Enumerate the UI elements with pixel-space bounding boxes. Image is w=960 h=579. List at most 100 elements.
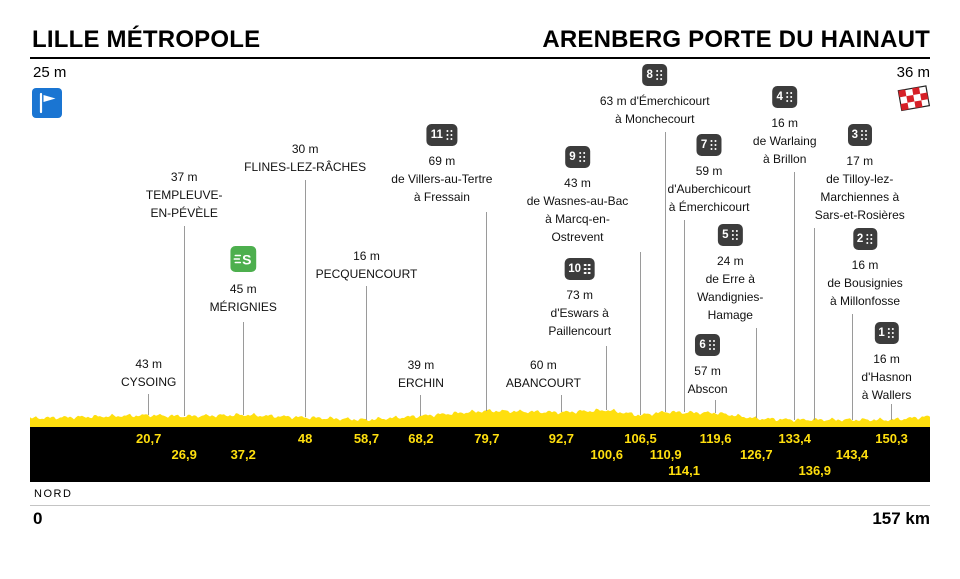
waypoint-connector-line [715, 400, 717, 413]
waypoint-name-line: Hamage [707, 308, 753, 322]
sector-number: 1 [878, 327, 885, 339]
km-tick-label: 110,9 [649, 447, 682, 462]
km-tick-label: 68,2 [408, 431, 434, 446]
finish-city-title: ARENBERG PORTE DU HAINAUT [542, 26, 930, 53]
waypoint-name-line: à Monchecourt [615, 112, 695, 126]
cobblestone-dots-icon [445, 129, 453, 141]
km-tick-label: 26,9 [171, 447, 197, 462]
waypoint-connector-line [606, 346, 608, 410]
waypoint-name-line: de Tilloy-lez- [826, 172, 894, 186]
waypoint-name-line: Wandignies- [697, 290, 764, 304]
waypoint-name-line: Paillencourt [548, 324, 612, 338]
km-tick-label: 143,4 [835, 447, 869, 462]
km-tick-label: 58,7 [353, 431, 380, 446]
waypoint-elevation: 60 m [530, 358, 557, 372]
km-tick-label: 79,7 [474, 431, 500, 446]
km-tick-label: 136,9 [798, 463, 832, 478]
cobblestone-dots-icon [708, 339, 716, 351]
cobblestone-dots-icon [731, 229, 738, 241]
pave-sector-4-badge: 4 [772, 86, 797, 108]
waypoint-elevation: 57 m [694, 364, 721, 378]
pave-sector-8-badge: 8 [642, 64, 667, 86]
km-tick-label: 126,7 [740, 447, 773, 462]
start-elevation-label: 25 m [33, 64, 67, 81]
km-tick-label: 114,1 [668, 463, 700, 478]
waypoint-name-line: de Villers-au-Tertre [391, 172, 493, 186]
km-tick-label: 20,7 [136, 431, 162, 446]
waypoint-name-line: de Erre à [705, 272, 755, 286]
waypoint-name-line: Marchiennes à [820, 190, 900, 204]
waypoint-connector-line [891, 404, 893, 420]
waypoint-connector-line [486, 212, 488, 411]
waypoint-connector-line [814, 228, 816, 420]
start-km-label: 0 [33, 509, 43, 528]
elevation-profile-path [30, 408, 930, 427]
waypoint-elevation: 30 m [291, 142, 319, 156]
waypoint-connector-line [420, 395, 422, 416]
waypoint-name-line: Ostrevent [551, 230, 604, 244]
waypoint-name-line: à Marcq-en- [545, 212, 610, 226]
elevation-profile-area [30, 408, 930, 427]
km-tick-label: 106,5 [624, 431, 657, 446]
waypoint-connector-line [851, 314, 853, 420]
waypoint-elevation: 16 m [873, 352, 900, 366]
pave-sector-1-badge: 1 [874, 322, 899, 344]
waypoint-name-line: ABANCOURT [505, 376, 581, 390]
pave-sector-7-badge: 7 [696, 134, 722, 156]
cobblestone-dots-icon [578, 151, 586, 163]
waypoint-elevation: 45 m [229, 282, 257, 296]
waypoint-elevation: 16 m [353, 249, 380, 263]
pave-sector-9-badge: 9 [565, 146, 590, 168]
total-km-label: 157 km [872, 509, 930, 528]
cobblestone-dots-icon [785, 91, 793, 103]
waypoint-town: 60 m ABANCOURT [506, 356, 581, 392]
waypoint-elevation: 16 m [771, 116, 799, 130]
waypoint-elevation: 17 m [846, 154, 874, 168]
pave-sector-10-badge: 10 [564, 258, 596, 280]
waypoint-name-line: de Wasnes-au-Bac [526, 194, 629, 208]
waypoint-name-line: à Millonfosse [830, 294, 901, 308]
pave-sector-6-badge: 6 [695, 334, 720, 356]
waypoint-name-line: TEMPLEUVE- [145, 188, 223, 202]
km-tick-label: 119,6 [699, 431, 732, 446]
waypoint-name-line: d'Hasnon [861, 370, 912, 384]
sector-number: 6 [699, 339, 706, 351]
sector-number: 10 [568, 263, 582, 275]
waypoint-connector-line [365, 286, 367, 420]
km-tick-label: 133,4 [778, 431, 811, 446]
cobblestone-dots-icon [887, 327, 895, 339]
km-tick-label: 92,7 [548, 431, 575, 446]
waypoint-elevation: 39 m [407, 358, 435, 372]
sector-number: 4 [776, 91, 783, 103]
waypoint-name-line: CYSOING [120, 375, 177, 389]
cobblestone-dots-icon [655, 69, 663, 81]
cobblestone-dots-icon [710, 139, 717, 151]
waypoint-name-line: PECQUENCOURT [315, 267, 418, 281]
waypoint-connector-line [640, 252, 641, 415]
waypoint-name-line: à Brillon [763, 152, 807, 166]
cobblestone-dots-icon [584, 263, 591, 275]
waypoint-name-line: à Wallers [861, 388, 912, 402]
finish-flag-icon [896, 82, 934, 116]
waypoint-name-line: de Bousignies [827, 276, 903, 290]
waypoint-pave-1: 1 16 m d'Hasnon à Wallers [861, 322, 912, 404]
sector-number: 2 [856, 233, 864, 245]
cobblestone-dots-icon [860, 129, 868, 141]
start-city-title: LILLE MÉTROPOLE [32, 26, 261, 53]
waypoint-name-line: à Émerchicourt [668, 200, 750, 214]
waypoint-name-line: Abscon [687, 382, 728, 396]
waypoint-name-line: FLINES-LEZ-RÂCHES [244, 160, 367, 174]
region-label: NORD [34, 488, 73, 500]
